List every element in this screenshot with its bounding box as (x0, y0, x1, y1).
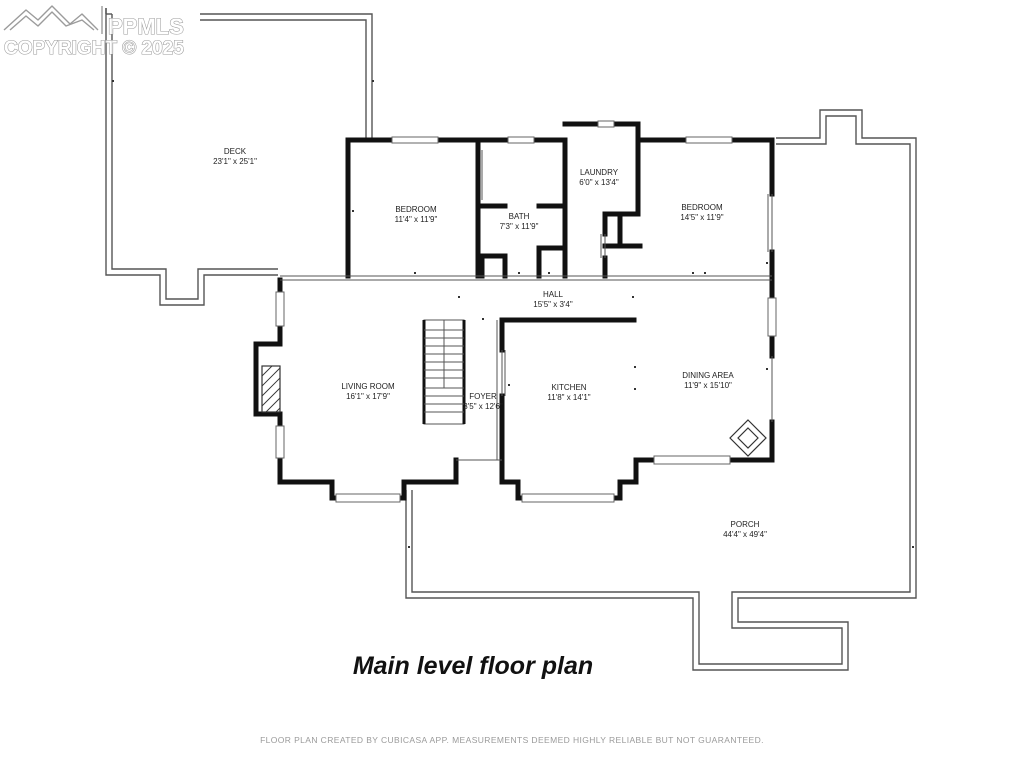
thin-lines (276, 123, 773, 461)
laundry-dims: 6'0" x 13'4" (579, 178, 619, 187)
kitchen-dims: 11'8" x 14'1" (547, 393, 590, 402)
kitchen-label: KITCHEN (551, 383, 586, 392)
living-room-label: LIVING ROOM (341, 382, 395, 391)
watermark-copyright: COPYRIGHT © 2025 (4, 38, 184, 59)
plan-title: Main level floor plan (352, 652, 594, 680)
hall-dims: 15'5" x 3'4" (533, 300, 573, 309)
dining-area-dims: 11'9" x 15'10" (684, 381, 732, 390)
tick-marks (112, 80, 914, 548)
walls (253, 121, 775, 501)
bedroom-right-label: BEDROOM (681, 203, 723, 212)
bedroom-left-dims: 11'4" x 11'9" (395, 215, 438, 224)
foyer-dims: 3'5" x 12'6" (463, 402, 503, 411)
bedroom-left-label: BEDROOM (395, 205, 437, 214)
hall-label: HALL (543, 290, 564, 299)
foyer-label: FOYER (469, 392, 497, 401)
porch-label: PORCH (731, 520, 760, 529)
deck-outline (105, 8, 373, 306)
porch-outline (405, 109, 917, 671)
windows (275, 120, 777, 503)
bath-label: BATH (509, 212, 530, 221)
dining-area-label: DINING AREA (682, 371, 734, 380)
room-labels: DECK 23'1" x 25'1" BEDROOM 11'4" x 11'9"… (213, 147, 767, 539)
staircase (422, 319, 466, 425)
porch-dims: 44'4" x 49'4" (723, 530, 767, 539)
watermark: PPMLS COPYRIGHT © 2025 (3, 5, 185, 60)
deck-dims: 23'1" x 25'1" (213, 157, 257, 166)
stove-symbol (729, 419, 767, 457)
watermark-brand: PPMLS (108, 14, 184, 39)
bedroom-right-dims: 14'5" x 11'9" (680, 213, 723, 222)
footer-disclaimer: FLOOR PLAN CREATED BY CUBICASA APP. MEAS… (260, 735, 764, 745)
bath-dims: 7'3" x 11'9" (500, 222, 539, 231)
mountain-logo-icon (3, 5, 99, 31)
fireplace (261, 365, 281, 413)
deck-label: DECK (224, 147, 247, 156)
living-room-dims: 16'1" x 17'9" (346, 392, 390, 401)
laundry-label: LAUNDRY (580, 168, 619, 177)
